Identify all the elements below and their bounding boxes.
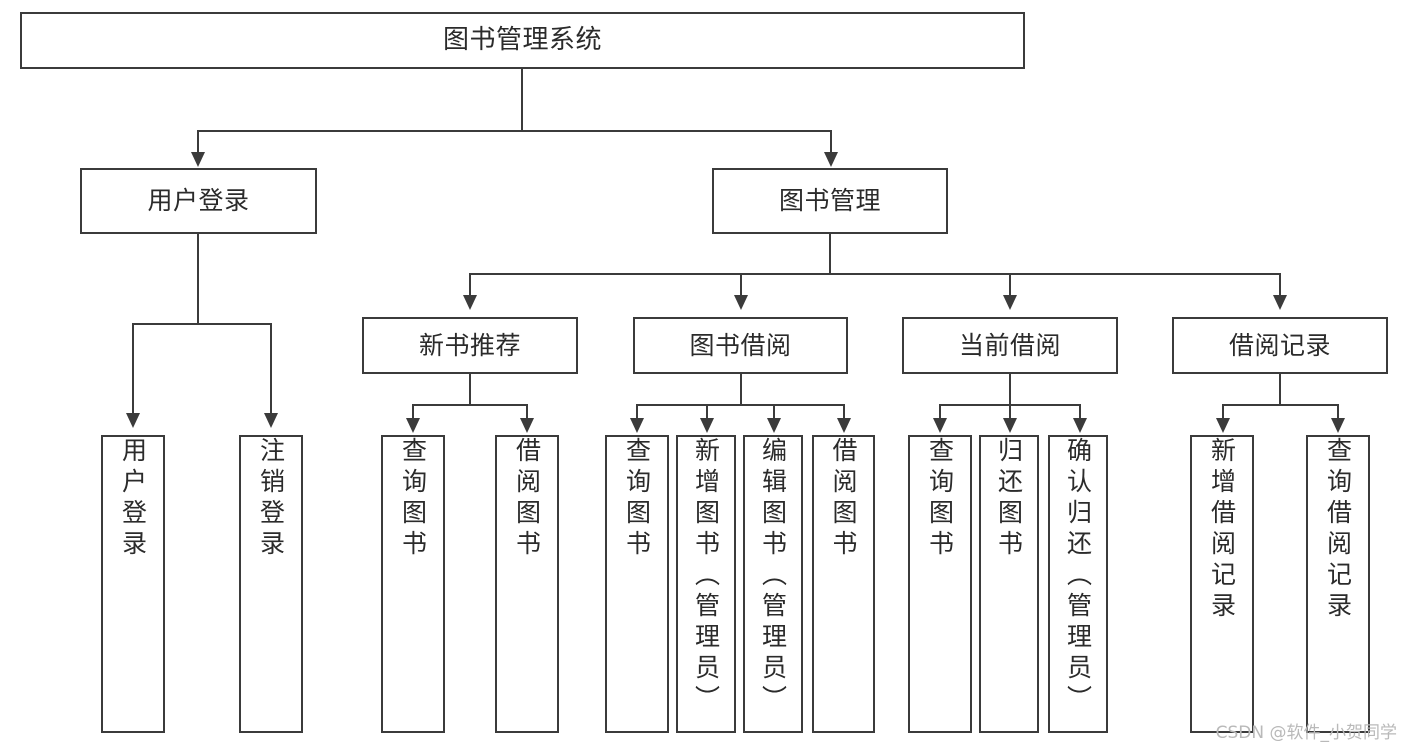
node-label: 借阅图书 [512, 437, 542, 561]
connector-bb-stem [740, 374, 742, 405]
leaf-bb-add-book[interactable]: 新增图书（管理员） [676, 435, 736, 733]
node-label: 用户登录 [118, 437, 148, 561]
connector-bb-child-1 [636, 404, 638, 420]
connector-cb-child-3 [1079, 404, 1081, 420]
arrowhead-bb-child-3 [767, 418, 781, 433]
leaf-user-login-login[interactable]: 用户登录 [101, 435, 165, 733]
connector-br-child-1 [1222, 404, 1224, 420]
leaf-nbr-query-book[interactable]: 查询图书 [381, 435, 445, 733]
node-book-borrow[interactable]: 图书借阅 [633, 317, 848, 374]
connector-bm-child-4 [1279, 273, 1281, 297]
connector-nbr-stem [469, 374, 471, 405]
connector-bb-child-3 [773, 404, 775, 420]
node-label: 图书管理 [778, 186, 881, 215]
leaf-bb-edit-book[interactable]: 编辑图书（管理员） [743, 435, 803, 733]
connector-bb-child-2 [706, 404, 708, 420]
node-label: 查询图书 [398, 437, 428, 561]
arrowhead-user-login [191, 152, 205, 167]
node-label: 图书管理系统 [442, 24, 602, 55]
leaf-user-login-logout[interactable]: 注销登录 [239, 435, 303, 733]
connector-cb-child-2 [1009, 404, 1011, 420]
node-current-borrow[interactable]: 当前借阅 [902, 317, 1118, 374]
node-label: 查询图书 [622, 437, 652, 561]
node-book-management[interactable]: 图书管理 [712, 168, 948, 234]
leaf-cb-query-book[interactable]: 查询图书 [908, 435, 972, 733]
connector-book-manage-bus [470, 273, 1281, 275]
connector-nbr-bus [413, 404, 527, 406]
connector-nbr-child-1 [412, 404, 414, 420]
arrowhead-nbr-child-2 [520, 418, 534, 433]
arrowhead-nbr-child-1 [406, 418, 420, 433]
arrowhead-br-child-2 [1331, 418, 1345, 433]
node-label: 用户登录 [147, 186, 250, 215]
connector-to-user-login [197, 130, 199, 154]
arrowhead-bm-child-1 [463, 295, 477, 310]
connector-bm-child-1 [469, 273, 471, 297]
leaf-bb-borrow-book[interactable]: 借阅图书 [812, 435, 875, 733]
leaf-cb-confirm-return[interactable]: 确认归还（管理员） [1048, 435, 1108, 733]
connector-user-login-child-2 [270, 323, 272, 415]
leaf-nbr-borrow-book[interactable]: 借阅图书 [495, 435, 559, 733]
node-label: 编辑图书（管理员） [758, 437, 788, 716]
node-label: 查询图书 [925, 437, 955, 561]
arrowhead-book-manage [824, 152, 838, 167]
node-root-system[interactable]: 图书管理系统 [20, 12, 1025, 69]
leaf-cb-return-book[interactable]: 归还图书 [979, 435, 1039, 733]
node-label: 借阅记录 [1228, 330, 1331, 360]
arrowhead-cb-child-1 [933, 418, 947, 433]
connector-bb-bus [637, 404, 844, 406]
arrowhead-bb-child-1 [630, 418, 644, 433]
arrowhead-bm-child-4 [1273, 295, 1287, 310]
leaf-br-query-record[interactable]: 查询借阅记录 [1306, 435, 1370, 733]
arrowhead-user-login-child-2 [264, 413, 278, 428]
node-label: 注销登录 [256, 437, 286, 561]
arrowhead-bm-child-3 [1003, 295, 1017, 310]
connector-root-bus [198, 130, 832, 132]
connector-bb-child-4 [843, 404, 845, 420]
arrowhead-bm-child-2 [734, 295, 748, 310]
connector-cb-child-1 [939, 404, 941, 420]
node-label: 当前借阅 [958, 330, 1061, 360]
leaf-br-add-record[interactable]: 新增借阅记录 [1190, 435, 1254, 733]
node-label: 查询借阅记录 [1323, 437, 1353, 623]
connector-user-login-stem [197, 234, 199, 324]
node-label: 归还图书 [994, 437, 1024, 561]
watermark-text: CSDN @软件_小贺同学 [1215, 723, 1397, 743]
arrowhead-bb-child-4 [837, 418, 851, 433]
connector-br-bus [1223, 404, 1338, 406]
node-borrow-records[interactable]: 借阅记录 [1172, 317, 1388, 374]
node-label: 确认归还（管理员） [1063, 437, 1093, 716]
node-new-book-recommend[interactable]: 新书推荐 [362, 317, 578, 374]
leaf-bb-query-book[interactable]: 查询图书 [605, 435, 669, 733]
arrowhead-bb-child-2 [700, 418, 714, 433]
connector-bm-child-3 [1009, 273, 1011, 297]
connector-br-stem [1279, 374, 1281, 405]
connector-bm-child-2 [740, 273, 742, 297]
node-label: 图书借阅 [689, 330, 792, 360]
arrowhead-cb-child-3 [1073, 418, 1087, 433]
connector-root-stem [521, 69, 523, 131]
arrowhead-br-child-1 [1216, 418, 1230, 433]
connector-book-manage-stem [829, 234, 831, 274]
node-label: 新书推荐 [418, 330, 521, 360]
connector-user-login-bus [133, 323, 272, 325]
node-label: 新增借阅记录 [1207, 437, 1237, 623]
connector-cb-stem [1009, 374, 1011, 405]
node-label: 借阅图书 [829, 437, 858, 561]
connector-nbr-child-2 [526, 404, 528, 420]
node-label: 新增图书（管理员） [691, 437, 721, 716]
connector-br-child-2 [1337, 404, 1339, 420]
arrowhead-user-login-child-1 [126, 413, 140, 428]
connector-to-book-manage [830, 130, 832, 154]
node-user-login[interactable]: 用户登录 [80, 168, 317, 234]
arrowhead-cb-child-2 [1003, 418, 1017, 433]
connector-user-login-child-1 [132, 323, 134, 415]
